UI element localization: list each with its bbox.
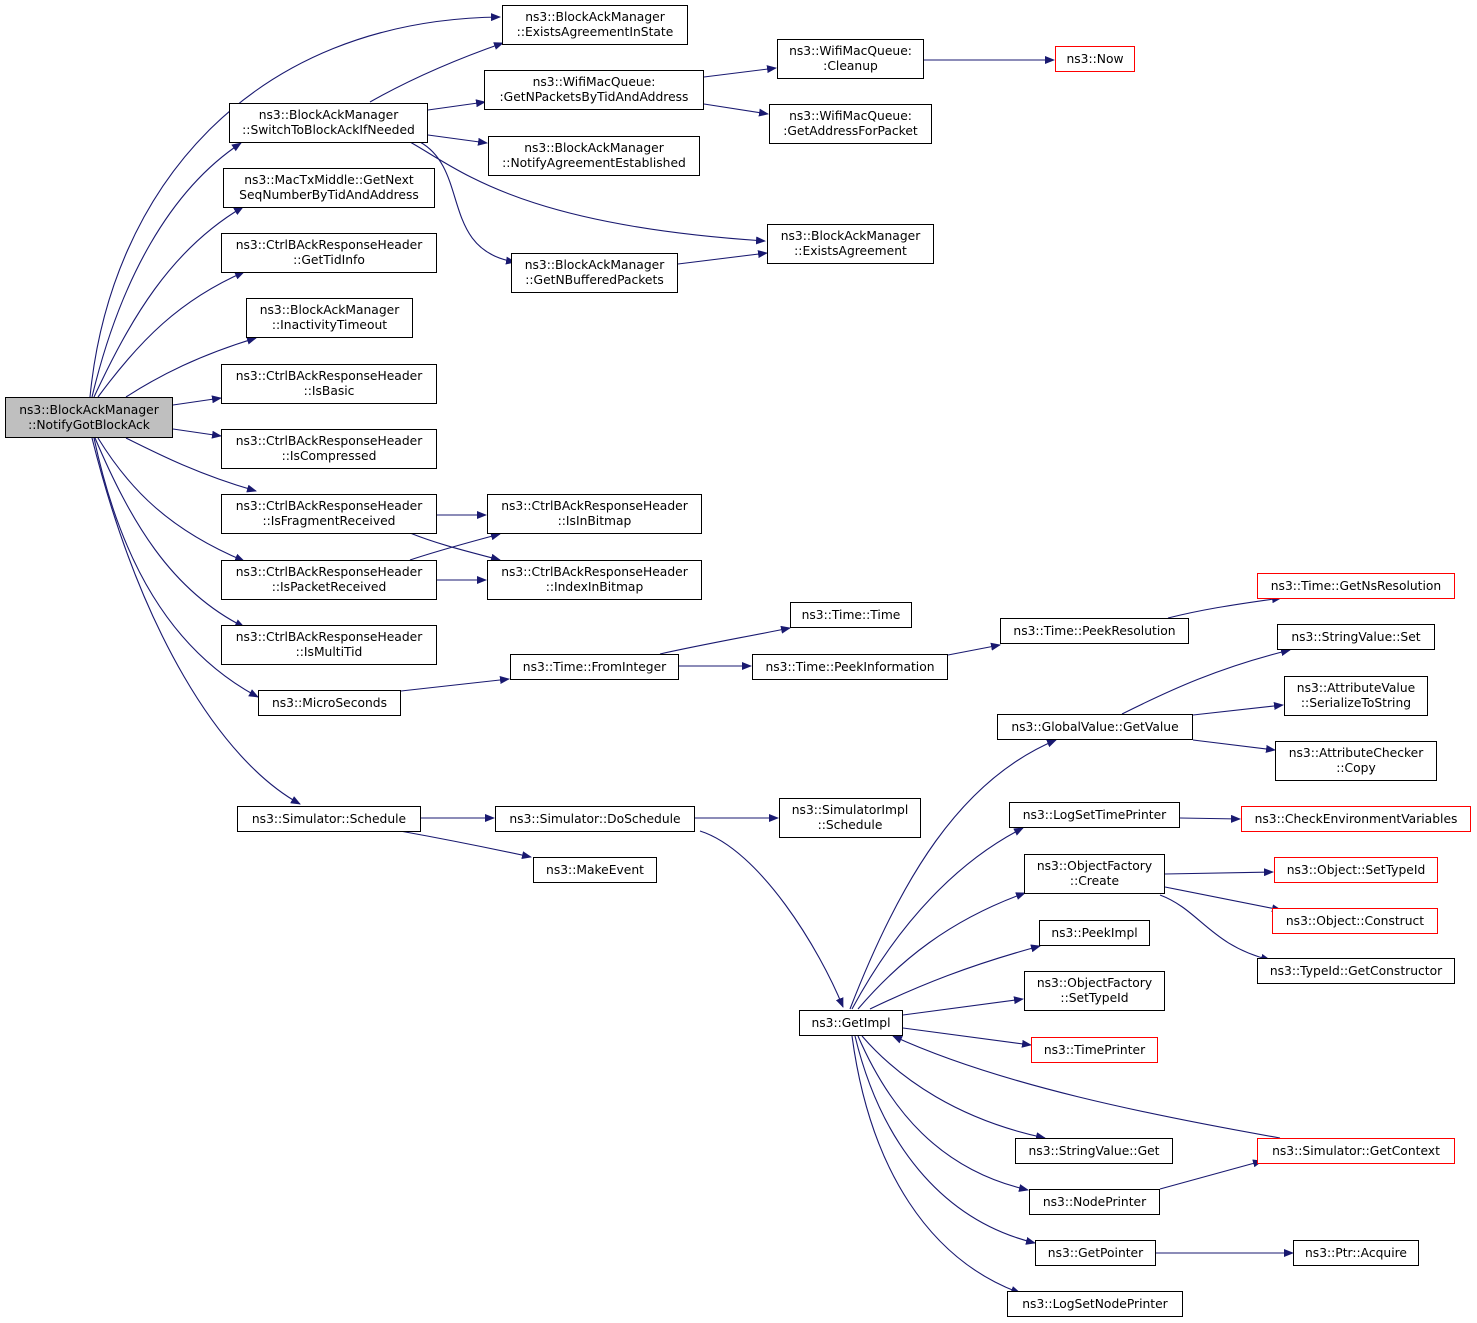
- edge-getimpl-ofsettypeid: [902, 996, 1024, 1016]
- node-bam-notifyagreementestablished[interactable]: ns3::BlockAckManager::NotifyAgreementEst…: [488, 136, 700, 176]
- node-cbar-ismultitid[interactable]: ns3::CtrlBAckResponseHeader::IsMultiTid: [221, 625, 437, 665]
- node-simulatorimpl-schedule[interactable]: ns3::SimulatorImpl::Schedule: [779, 798, 921, 838]
- node-bam-existsagreementinstate[interactable]: ns3::BlockAckManager::ExistsAgreementInS…: [502, 5, 688, 45]
- node-stringvalue-set[interactable]: ns3::StringValue::Set: [1277, 624, 1435, 650]
- edge-getimpl-ofcreate: [857, 892, 1026, 1010]
- node-logsettimeprinter[interactable]: ns3::LogSetTimePrinter: [1009, 802, 1180, 828]
- node-cbar-isfragmentreceived[interactable]: ns3::CtrlBAckResponseHeader::IsFragmentR…: [221, 494, 437, 534]
- edge-isfragment-indexinbitmap: [409, 532, 501, 562]
- node-logsetnodeprinter[interactable]: ns3::LogSetNodePrinter: [1007, 1291, 1183, 1317]
- edge-root-switchtoblockack: [91, 142, 242, 398]
- node-attributevalue-serializetostring[interactable]: ns3::AttributeValue::SerializeToString: [1284, 676, 1428, 716]
- edge-getimpl-peekimpl: [869, 944, 1041, 1010]
- edge-getnbuffered-existsagreement: [677, 250, 768, 265]
- node-wmq-getnpackets[interactable]: ns3::WifiMacQueue::GetNPacketsByTidAndAd…: [484, 70, 704, 110]
- edge-getimpl-logsettimeprinter: [851, 827, 1024, 1010]
- edge-getimpl-stringvalueget: [861, 1035, 1046, 1141]
- node-stringvalue-get[interactable]: ns3::StringValue::Get: [1015, 1138, 1173, 1164]
- edge-switch-existsinstate: [369, 42, 504, 103]
- edge-root-existsagreementinstate: [89, 13, 501, 398]
- edge-switch-getnbuffered: [419, 141, 516, 265]
- node-simulator-doschedule[interactable]: ns3::Simulator::DoSchedule: [495, 806, 695, 832]
- edge-getimpl-getpointer: [854, 1035, 1036, 1245]
- node-timeprinter[interactable]: ns3::TimePrinter: [1031, 1037, 1158, 1063]
- edge-microseconds-frominteger: [400, 676, 510, 692]
- node-simulator-getcontext[interactable]: ns3::Simulator::GetContext: [1257, 1138, 1455, 1164]
- node-simulator-schedule[interactable]: ns3::Simulator::Schedule: [237, 806, 421, 832]
- edge-getcontext-getimpl: [892, 1035, 1281, 1139]
- node-cbar-iscompressed[interactable]: ns3::CtrlBAckResponseHeader::IsCompresse…: [221, 429, 437, 469]
- edge-root-isfragment: [125, 437, 257, 493]
- edge-root-isbasic: [172, 395, 222, 406]
- node-nodeprinter[interactable]: ns3::NodePrinter: [1029, 1189, 1160, 1215]
- node-object-settypeid[interactable]: ns3::Object::SetTypeId: [1274, 857, 1438, 883]
- node-ptr-acquire[interactable]: ns3::Ptr::Acquire: [1293, 1240, 1419, 1266]
- edge-nodeprinter-getcontext: [1159, 1159, 1263, 1190]
- node-cbar-gettidinfo[interactable]: ns3::CtrlBAckResponseHeader::GetTidInfo: [221, 233, 437, 273]
- edge-ispacket-isinbitmap: [409, 532, 501, 561]
- edge-ofcreate-getconstructor: [1159, 894, 1271, 962]
- edge-switch-getnpackets: [427, 99, 486, 111]
- node-cbar-indexinbitmap[interactable]: ns3::CtrlBAckResponseHeader::IndexInBitm…: [487, 560, 702, 600]
- edge-root-schedule: [91, 437, 301, 805]
- edge-getnpackets-cleanup: [703, 65, 777, 78]
- node-getimpl[interactable]: ns3::GetImpl: [799, 1010, 903, 1036]
- edge-logsettimeprinter-checkenv: [1179, 814, 1241, 823]
- node-cbar-ispacketreceived[interactable]: ns3::CtrlBAckResponseHeader::IsPacketRec…: [221, 560, 437, 600]
- node-microseconds[interactable]: ns3::MicroSeconds: [258, 690, 401, 716]
- node-time-peekresolution[interactable]: ns3::Time::PeekResolution: [1000, 618, 1189, 644]
- edge-getvalue-copy: [1192, 739, 1276, 753]
- node-attributechecker-copy[interactable]: ns3::AttributeChecker::Copy: [1275, 741, 1437, 781]
- node-bam-existsagreement[interactable]: ns3::BlockAckManager::ExistsAgreement: [767, 224, 934, 264]
- node-time-frominteger[interactable]: ns3::Time::FromInteger: [510, 654, 679, 680]
- node-globalvalue-getvalue[interactable]: ns3::GlobalValue::GetValue: [997, 714, 1193, 740]
- node-cbar-isinbitmap[interactable]: ns3::CtrlBAckResponseHeader::IsInBitmap: [487, 494, 702, 534]
- edge-getvalue-serialize: [1192, 702, 1284, 716]
- node-object-construct[interactable]: ns3::Object::Construct: [1272, 908, 1438, 934]
- edge-root-gettidinfo: [97, 271, 245, 398]
- node-objectfactory-settypeid[interactable]: ns3::ObjectFactory::SetTypeId: [1024, 971, 1165, 1011]
- edge-doschedule-getimpl: [699, 830, 844, 1008]
- edge-getimpl-timeprinter: [902, 1027, 1032, 1048]
- edge-schedule-makeevent: [399, 830, 532, 860]
- edge-getvalue-stringvalueset: [1121, 648, 1291, 715]
- node-now[interactable]: ns3::Now: [1055, 46, 1135, 72]
- node-time-time[interactable]: ns3::Time::Time: [790, 602, 912, 628]
- edge-getimpl-logsetnodeprinter: [851, 1035, 1021, 1294]
- node-typeid-getconstructor[interactable]: ns3::TypeId::GetConstructor: [1257, 958, 1455, 984]
- node-bam-inactivitytimeout[interactable]: ns3::BlockAckManager::InactivityTimeout: [246, 298, 413, 338]
- node-bam-getnbufferedpackets[interactable]: ns3::BlockAckManager::GetNBufferedPacket…: [511, 253, 678, 293]
- edge-switch-notifyest: [427, 134, 488, 146]
- node-bam-switchtoblockackifneeded[interactable]: ns3::BlockAckManager::SwitchToBlockAckIf…: [229, 103, 428, 143]
- edge-ofcreate-settypeid: [1164, 868, 1274, 877]
- node-makeevent[interactable]: ns3::MakeEvent: [533, 857, 657, 883]
- edge-root-ispacket: [97, 437, 245, 562]
- edge-root-inactivitytimeout: [125, 336, 257, 398]
- edge-root-getnextseq: [93, 206, 244, 398]
- edge-switch-existsagreement: [409, 141, 766, 245]
- node-time-getnsresolution[interactable]: ns3::Time::GetNsResolution: [1257, 573, 1455, 599]
- edge-ofcreate-construct: [1164, 886, 1282, 913]
- edge-getnpackets-getaddress: [703, 103, 769, 117]
- node-wmq-getaddressforpacket[interactable]: ns3::WifiMacQueue::GetAddressForPacket: [769, 104, 932, 144]
- edge-frominteger-timetime: [659, 625, 791, 655]
- node-objectfactory-create[interactable]: ns3::ObjectFactory::Create: [1024, 854, 1165, 894]
- edge-peekres-getnsres: [1167, 595, 1282, 619]
- edge-root-microseconds: [93, 437, 259, 698]
- node-cbar-isbasic[interactable]: ns3::CtrlBAckResponseHeader::IsBasic: [221, 364, 437, 404]
- node-wmq-cleanup[interactable]: ns3::WifiMacQueue::Cleanup: [777, 39, 924, 79]
- edge-root-ismultitid: [94, 437, 245, 628]
- node-peekimpl[interactable]: ns3::PeekImpl: [1039, 920, 1150, 946]
- edge-peekinfo-peekres: [947, 642, 1001, 656]
- edge-getimpl-nodeprinter: [857, 1035, 1029, 1192]
- node-time-peekinformation[interactable]: ns3::Time::PeekInformation: [752, 654, 948, 680]
- node-checkenvironmentvariables[interactable]: ns3::CheckEnvironmentVariables: [1241, 806, 1471, 832]
- edge-root-iscompressed: [172, 428, 222, 439]
- edge-getimpl-getvalue: [849, 739, 1057, 1010]
- node-getpointer[interactable]: ns3::GetPointer: [1035, 1240, 1156, 1266]
- node-notifygotblockack[interactable]: ns3::BlockAckManager::NotifyGotBlockAck: [5, 397, 173, 438]
